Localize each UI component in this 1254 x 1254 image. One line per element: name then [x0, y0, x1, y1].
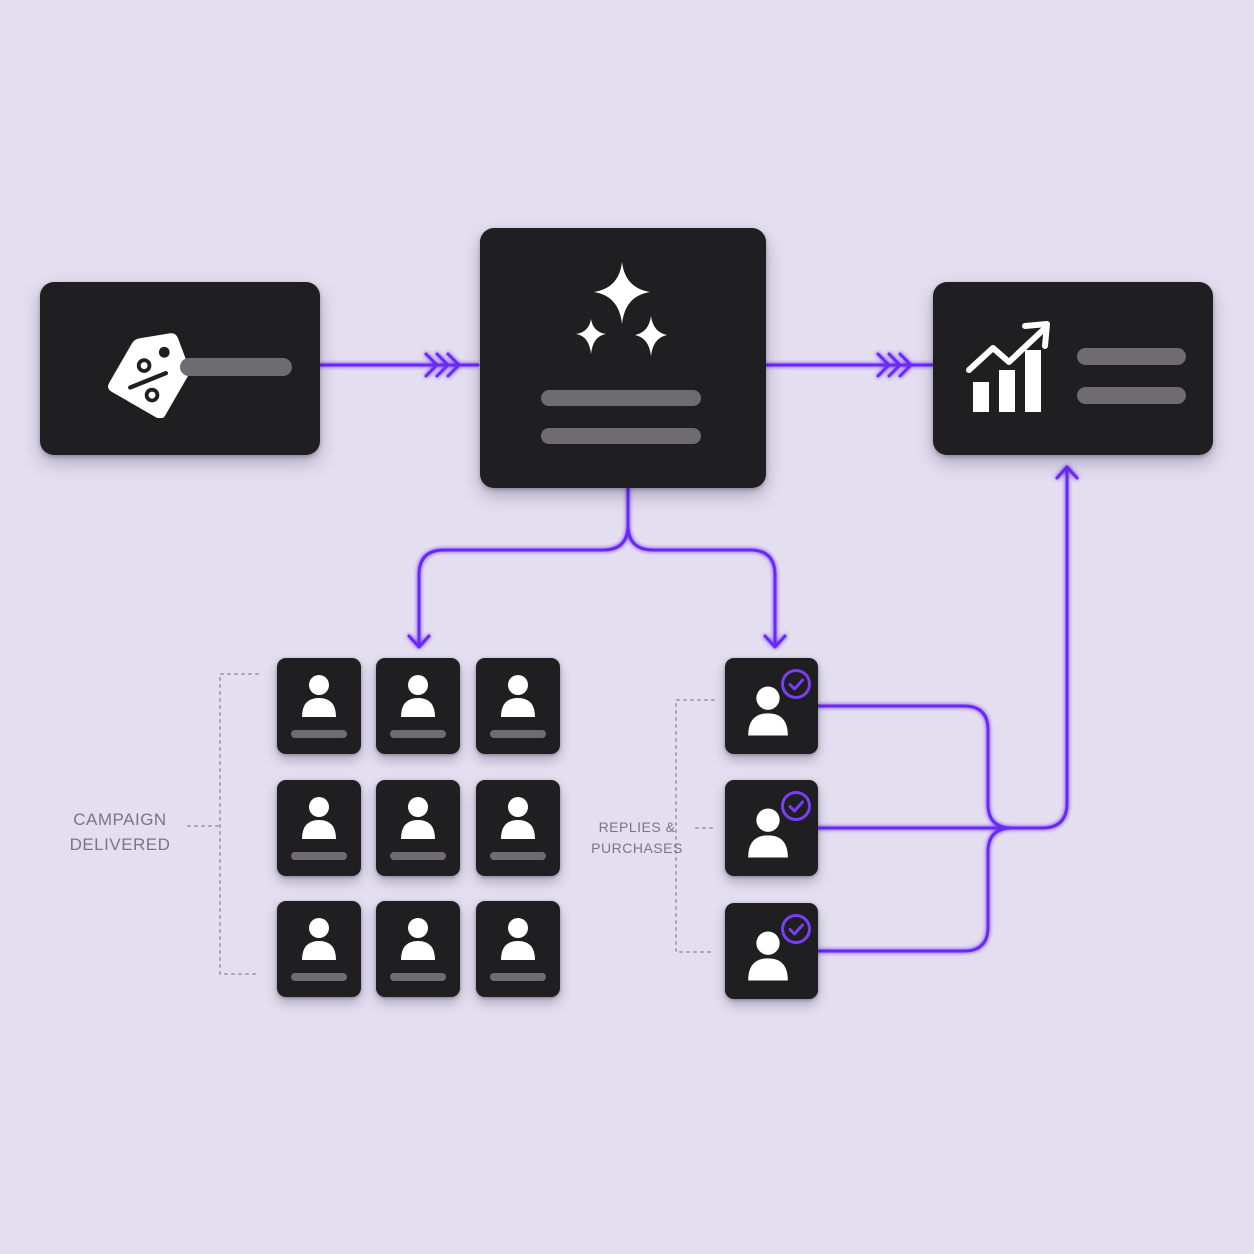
arrowhead-icon [407, 634, 431, 649]
placeholder-bar [541, 428, 701, 444]
connector-responder-2 [816, 466, 1069, 830]
person-icon [748, 686, 788, 736]
placeholder-bar [490, 852, 546, 860]
check-circle-icon [781, 791, 811, 821]
placeholder-bar [490, 730, 546, 738]
placeholder-bar [1077, 387, 1186, 404]
placeholder-bar [180, 358, 292, 376]
person-icon [501, 675, 535, 717]
recipient-tile [277, 780, 361, 876]
person-icon [401, 675, 435, 717]
recipient-tile [376, 780, 460, 876]
placeholder-bar [291, 852, 347, 860]
person-icon [748, 931, 788, 981]
ai-node [480, 228, 766, 488]
placeholder-bar [490, 973, 546, 981]
connector-ai-branch [417, 486, 630, 647]
campaign-delivered-label: CAMPAIGN DELIVERED [52, 808, 188, 857]
recipient-tile [376, 901, 460, 997]
recipient-tile [277, 658, 361, 754]
person-icon [302, 918, 336, 960]
connector-responder-3 [816, 826, 1014, 953]
recipient-tile [476, 780, 560, 876]
responder-tile [725, 903, 818, 999]
placeholder-bar [390, 973, 446, 981]
person-icon [302, 675, 336, 717]
bracket-campaign [219, 673, 259, 975]
person-icon [401, 797, 435, 839]
bracket-responders [675, 699, 715, 953]
recipient-tile [476, 658, 560, 754]
triple-chevron-icon [424, 352, 461, 378]
responder-tile [725, 780, 818, 876]
person-icon [501, 918, 535, 960]
person-icon [748, 808, 788, 858]
connector-ai-branch-right [626, 523, 777, 647]
arrowhead-icon [1055, 465, 1079, 480]
label-line: DELIVERED [69, 834, 171, 854]
person-icon [501, 797, 535, 839]
placeholder-bar [390, 852, 446, 860]
placeholder-bar [291, 973, 347, 981]
label-line: CAMPAIGN [73, 810, 167, 829]
check-circle-icon [781, 914, 811, 944]
sparkles-icon [576, 262, 667, 356]
discount-tag-icon [108, 333, 190, 418]
person-icon [401, 918, 435, 960]
triple-chevron-icon [876, 352, 913, 378]
placeholder-bar [291, 730, 347, 738]
person-icon [302, 797, 336, 839]
placeholder-bar [1077, 348, 1186, 365]
growth-chart-icon [966, 321, 1050, 412]
check-circle-icon [781, 669, 811, 699]
label-line: PURCHASES [591, 840, 683, 856]
arrowhead-icon [763, 634, 787, 649]
recipient-tile [376, 658, 460, 754]
results-node [933, 282, 1213, 455]
label-line: REPLIES & [598, 819, 676, 835]
replies-purchases-label: REPLIES & PURCHASES [582, 817, 692, 859]
connector-responder-1 [816, 704, 1014, 830]
placeholder-bar [390, 730, 446, 738]
recipient-tile [277, 901, 361, 997]
recipient-tile [476, 901, 560, 997]
responder-tile [725, 658, 818, 754]
placeholder-bar [541, 390, 701, 406]
offer-node [40, 282, 320, 455]
